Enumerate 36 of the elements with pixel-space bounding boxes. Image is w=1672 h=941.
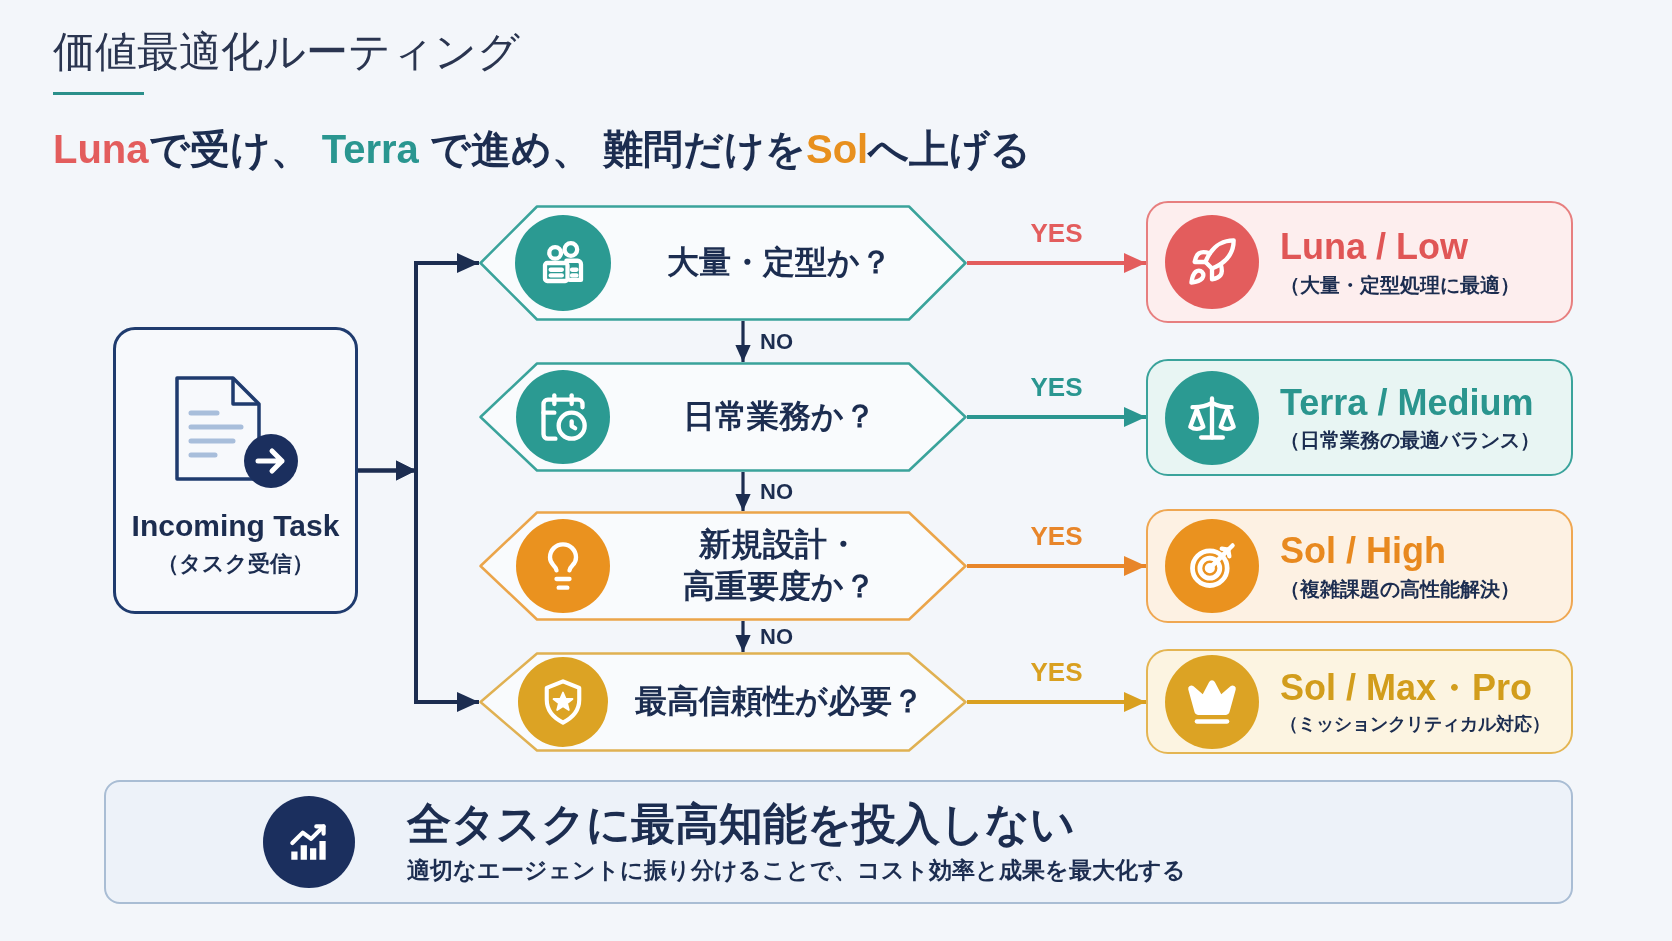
tier-card	[1146, 509, 1573, 623]
tier-title: Sol / Max・Pro	[1280, 667, 1534, 709]
question-text: 大量・定型か？	[666, 243, 892, 283]
arrow	[358, 460, 479, 712]
decision-hexagon	[479, 205, 967, 321]
decision-hexagon	[479, 362, 967, 472]
task-card	[113, 327, 358, 614]
tier-card	[1146, 201, 1573, 323]
question-text: 最高信頼性が必要？	[634, 682, 924, 722]
decision-hexagon	[479, 652, 967, 752]
question-text: 新規設計・高重要度か？	[681, 525, 877, 606]
tier-card	[1146, 359, 1573, 476]
arrow	[735, 321, 751, 362]
tier-title: Terra / Medium	[1280, 381, 1535, 424]
task-title: Incoming Task	[131, 509, 340, 544]
arrow	[967, 407, 1146, 427]
tier-description: （日常業務の最適バランス）	[1280, 428, 1540, 454]
tier-description: （ミッションクリティカル対応）	[1280, 712, 1550, 736]
tier-title: Luna / Low	[1280, 226, 1469, 268]
summary-banner	[104, 780, 1573, 904]
arrow	[967, 253, 1146, 273]
tier-card	[1146, 649, 1573, 754]
tier-title: Sol / High	[1280, 530, 1447, 572]
subtitle: Lunaで受け、 Terra で進め、 難問だけをSolへ上げる	[53, 129, 1032, 169]
banner-text: 適切なエージェントに振り分けることで、コスト効率と成果を最大化する	[407, 856, 1186, 886]
decision-hexagon	[479, 511, 967, 621]
arrow	[967, 692, 1146, 712]
page-title: 価値最適化ルーティング	[53, 31, 520, 73]
banner-heading: 全タスクに最高知能を投入しない	[407, 797, 1076, 850]
question-text: 日常業務か？	[682, 397, 876, 437]
task-subtitle: （タスク受信）	[157, 549, 314, 578]
arrow	[735, 621, 751, 652]
arrow	[967, 556, 1146, 576]
tier-description: （複雑課題の高性能解決）	[1280, 576, 1520, 602]
tier-description: （大量・定型処理に最適）	[1280, 272, 1520, 298]
arrow	[735, 472, 751, 511]
